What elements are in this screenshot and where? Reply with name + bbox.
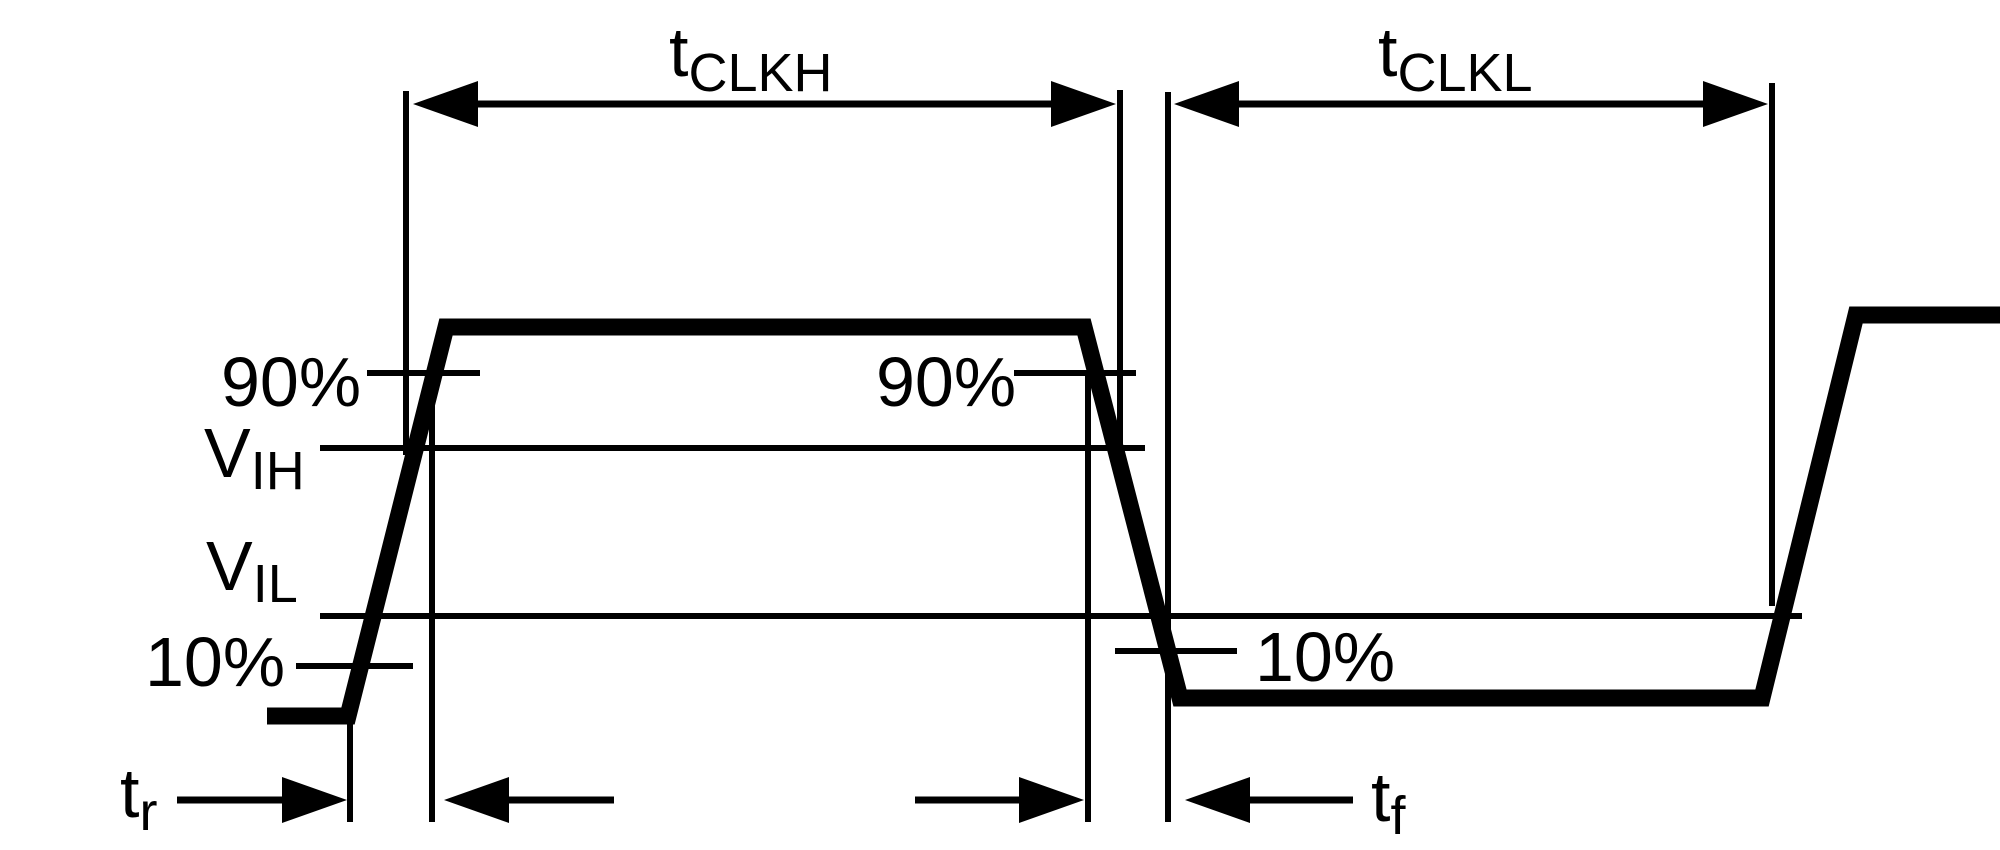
rise-right-pointer-arrow (444, 777, 614, 823)
tclkl-dimension-arrow (1174, 81, 1768, 127)
label-tclkl: tCLKL (1378, 13, 1533, 103)
label-90pct-left: 90% (221, 343, 361, 421)
bottom-dimension-arrows (177, 777, 1353, 823)
label-vil-base: V (206, 527, 253, 605)
tclkl-left-arrowhead-icon (1174, 81, 1239, 127)
tf-arrowhead-icon (1185, 777, 1250, 823)
label-tr-subscript: r (139, 782, 157, 842)
tclkh-left-arrowhead-icon (413, 81, 478, 127)
diagram-labels: tCLKH tCLKL 90% 90% VIH VIL 10% 10% tr t… (120, 13, 1533, 846)
tclkh-right-arrowhead-icon (1051, 81, 1116, 127)
label-tclkh-subscript: CLKH (688, 43, 832, 103)
label-10pct-left: 10% (145, 623, 285, 701)
tr-dimension-arrow (177, 777, 347, 823)
label-90pct-right: 90% (876, 343, 1016, 421)
measurement-markers (347, 83, 1775, 822)
tf-dimension-arrow (1185, 777, 1353, 823)
rise-right-arrowhead-icon (444, 777, 509, 823)
clock-waveform (267, 306, 2000, 725)
reference-lines (296, 370, 1802, 669)
label-tclkh-base: t (669, 13, 688, 91)
label-tr-base: t (120, 754, 139, 832)
label-vih-base: V (204, 414, 251, 492)
label-vil: VIL (206, 527, 298, 614)
label-tclkh: tCLKH (669, 13, 833, 103)
fall-left-pointer-arrow (915, 777, 1084, 823)
label-tf: tf (1371, 758, 1406, 846)
label-tclkl-base: t (1378, 13, 1397, 91)
label-tf-base: t (1371, 758, 1390, 836)
tclkh-dimension-arrow (413, 81, 1116, 127)
label-10pct-right: 10% (1255, 618, 1395, 696)
fall-left-arrowhead-icon (1019, 777, 1084, 823)
label-vih: VIH (204, 414, 305, 501)
label-vil-subscript: IL (253, 554, 298, 614)
label-vih-subscript: IH (251, 441, 305, 501)
tr-arrowhead-icon (282, 777, 347, 823)
label-tf-subscript: f (1390, 786, 1406, 846)
tclkl-right-arrowhead-icon (1703, 81, 1768, 127)
label-tr: tr (120, 754, 157, 842)
label-tclkl-subscript: CLKL (1397, 43, 1532, 103)
top-dimension-arrows (413, 81, 1768, 127)
